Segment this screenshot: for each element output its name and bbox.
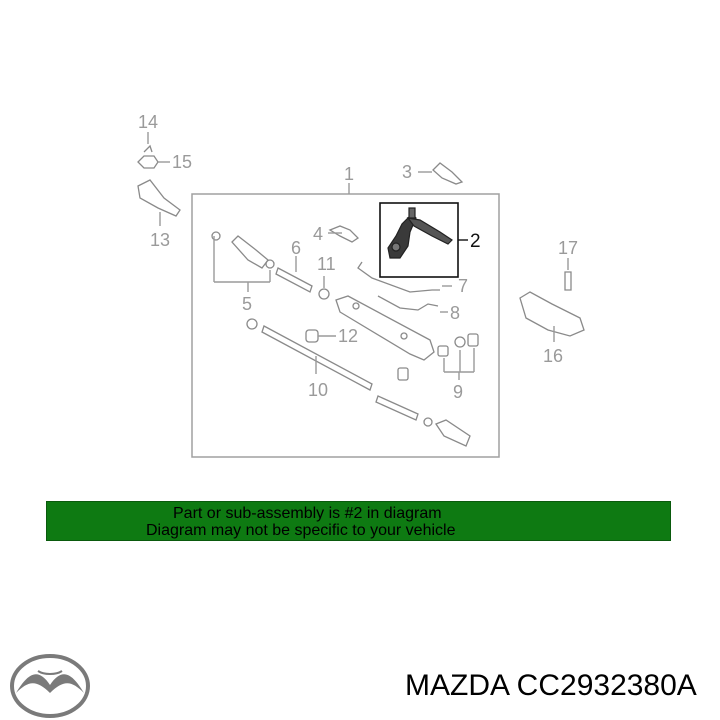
part-17-bolt (564, 271, 572, 291)
callout-12: 12 (338, 326, 358, 346)
callout-5: 5 (242, 294, 252, 314)
callout-4: 4 (313, 224, 323, 244)
callout-15: 15 (172, 152, 192, 172)
part-4-shape (328, 225, 360, 243)
parts-diagram: 1 2 3 4 5 6 11 7 8 (137, 112, 585, 458)
callout-17: 17 (558, 238, 578, 258)
part-6-shape (275, 267, 313, 293)
callout-10: 10 (308, 380, 328, 400)
callout-3: 3 (402, 162, 412, 182)
tie-rod-shape (375, 395, 419, 421)
part-10-rack-bar (261, 325, 373, 391)
callout-9: 9 (453, 382, 463, 402)
callout-1: 1 (344, 164, 354, 184)
rack-housing-icon (335, 295, 435, 361)
part-15-nut (137, 155, 159, 169)
callout-16: 16 (543, 346, 563, 366)
part-12-shape (305, 329, 319, 343)
part-11-shape (318, 288, 330, 300)
part-8-pipe (377, 295, 439, 311)
banner-line-2: Diagram may not be specific to your vehi… (146, 522, 456, 539)
callout-7: 7 (458, 276, 468, 296)
assembly-frame (191, 193, 500, 458)
part-3-shape (432, 162, 464, 185)
part-9-bushings-icon (397, 333, 479, 381)
part-13-tie-rod-end (137, 179, 181, 217)
callout-11: 11 (317, 254, 336, 274)
callout-14: 14 (138, 112, 158, 132)
mazda-logo-icon (10, 654, 90, 718)
part-5-boot-icon (211, 231, 275, 269)
info-banner: Part or sub-assembly is #2 in diagram Di… (46, 501, 671, 541)
part-16-bracket (519, 291, 585, 337)
callout-13: 13 (150, 230, 170, 250)
part-2-valve-icon (387, 207, 453, 259)
banner-line-1: Part or sub-assembly is #2 in diagram (173, 505, 442, 522)
callout-2: 2 (470, 231, 481, 252)
part-14-cotter-pin (143, 144, 153, 153)
callout-6: 6 (291, 238, 301, 258)
lower-boot-shape (435, 419, 471, 447)
callout-8: 8 (450, 303, 460, 323)
brand-part-label: MAZDA CC2932380A (405, 669, 697, 702)
part-7-pipe (357, 261, 440, 293)
part-10-seal (246, 318, 258, 330)
